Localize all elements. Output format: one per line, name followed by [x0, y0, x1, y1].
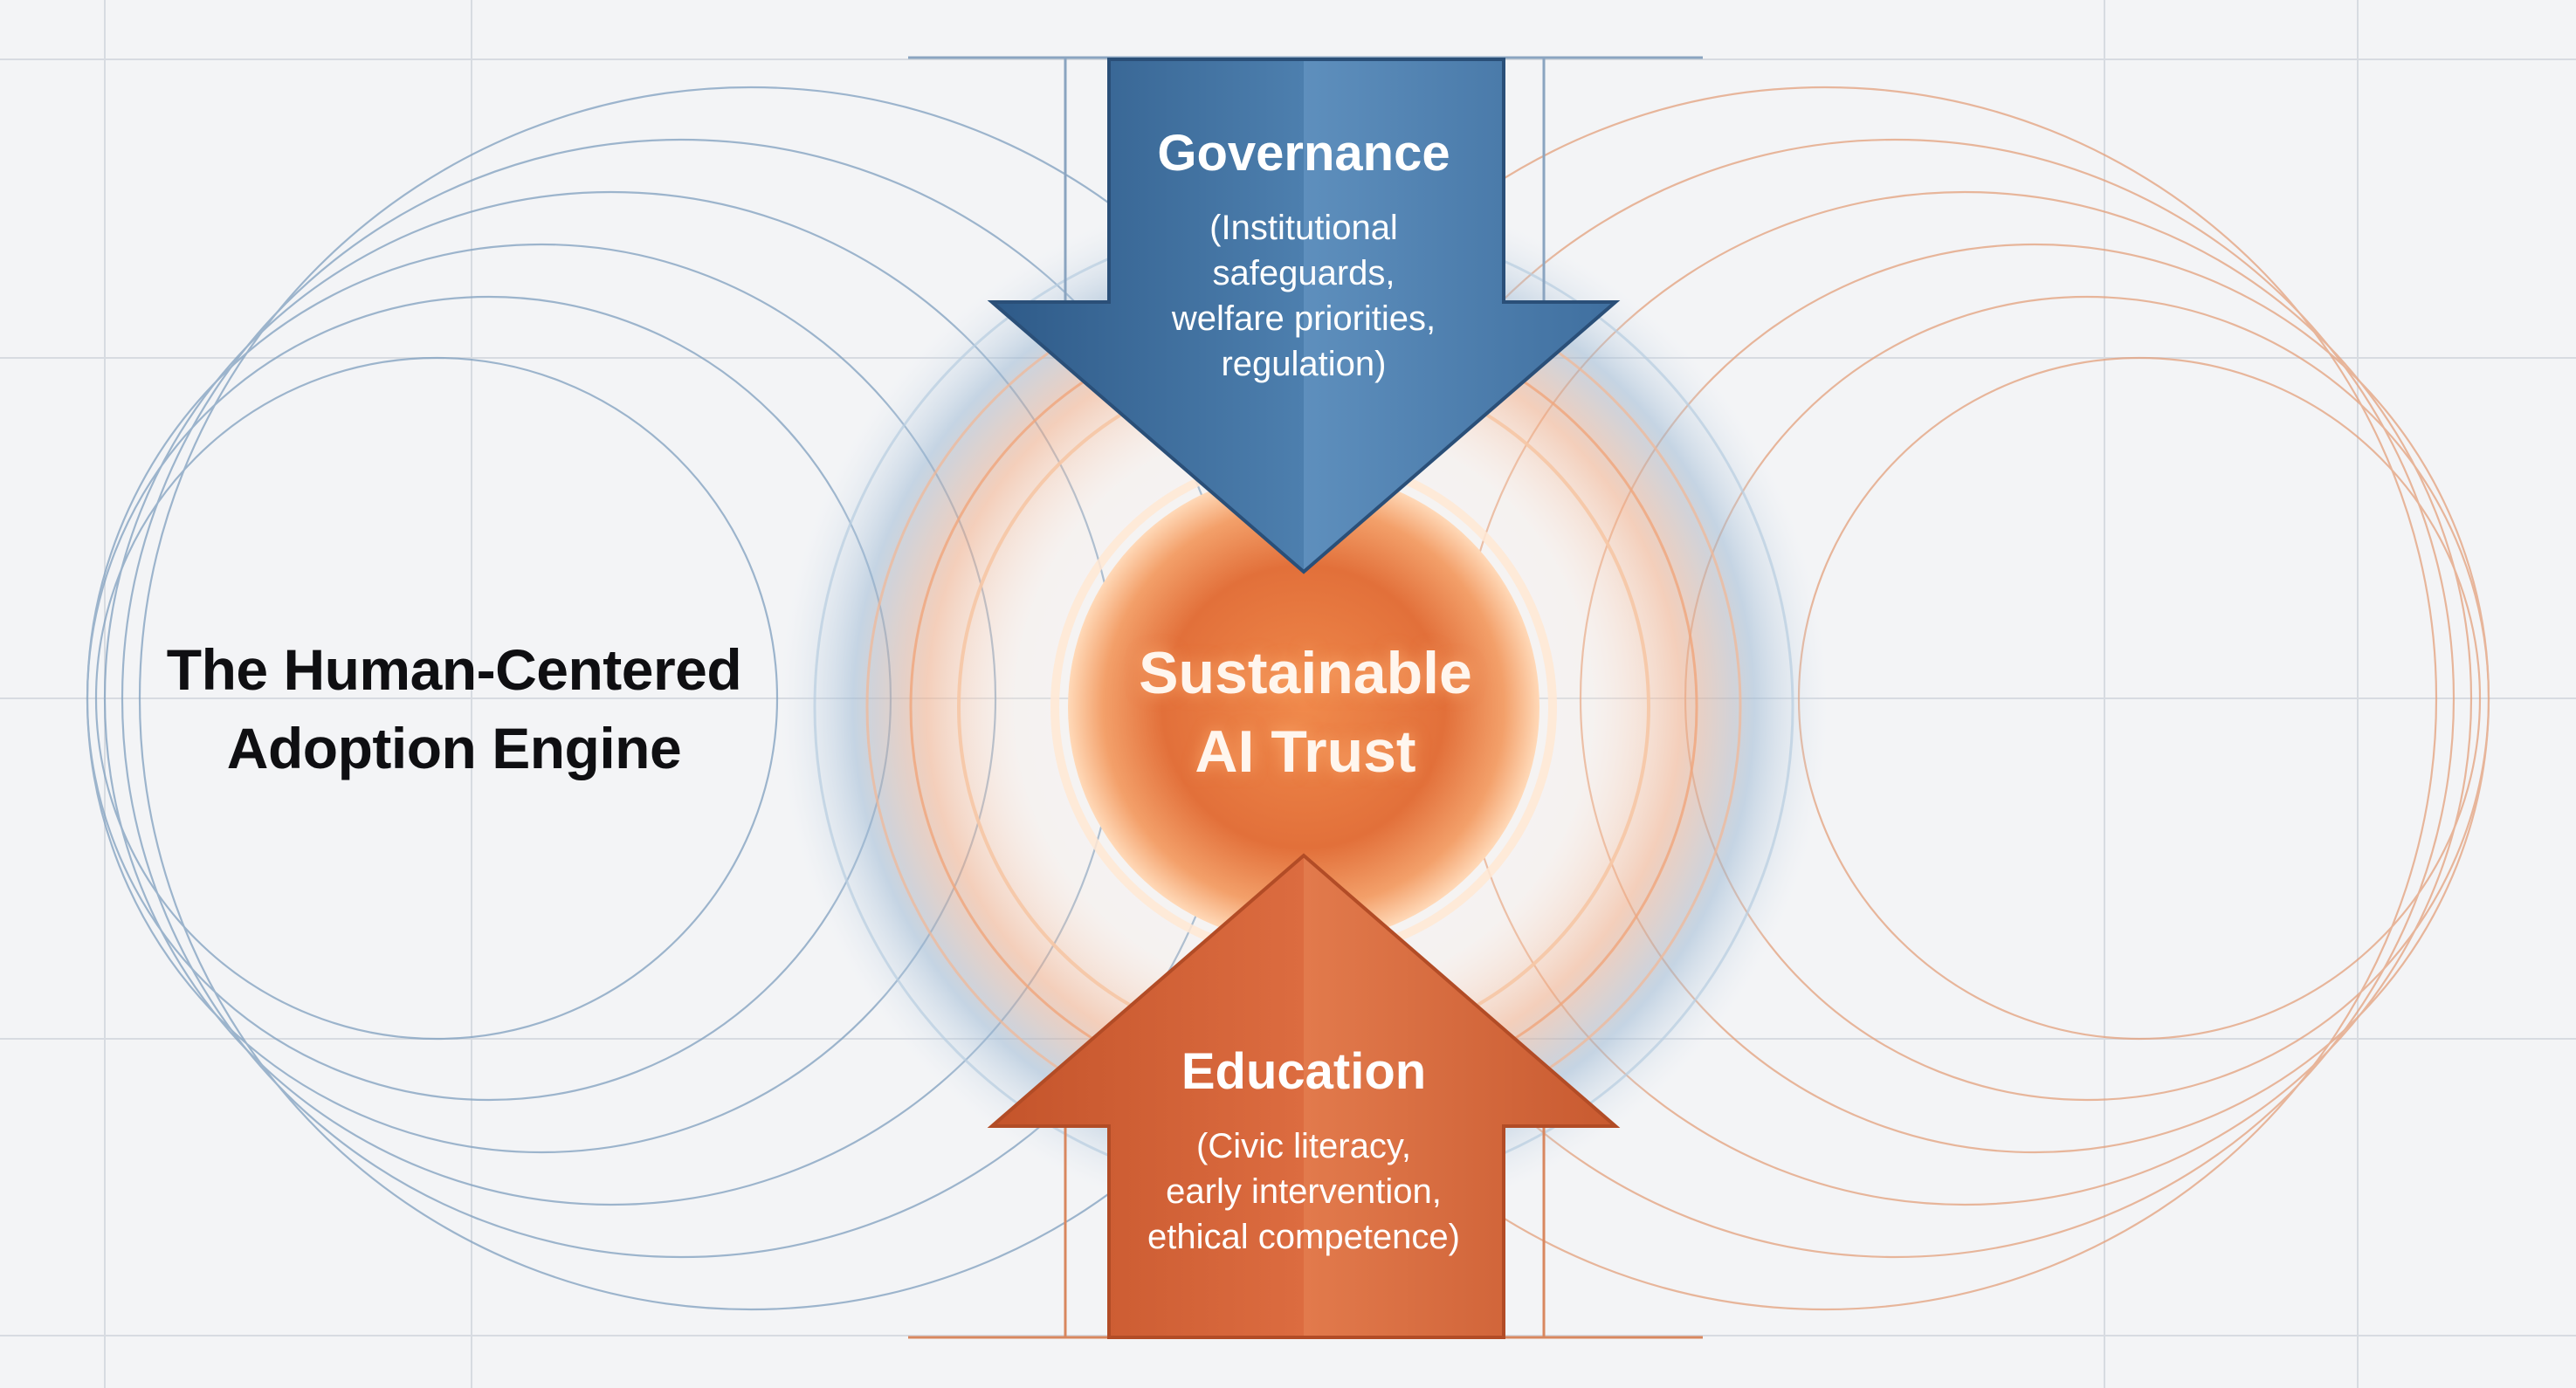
detail-line: regulation)	[1221, 345, 1387, 383]
governance-label: Governance	[1157, 125, 1450, 182]
right-wave-arcs	[1212, 86, 2490, 1311]
title-line: Adoption Engine	[226, 716, 682, 780]
center-label: Sustainable AI Trust	[1043, 634, 1567, 791]
detail-line: ethical competence)	[1147, 1218, 1460, 1256]
governance-arrow	[987, 58, 1621, 574]
trust-core	[1068, 471, 1539, 943]
education-label-group: Education (Civic literacy, early interve…	[1042, 1042, 1566, 1260]
governance-label-group: Governance (Institutional safeguards, we…	[1042, 124, 1566, 387]
education-detail: (Civic literacy, early intervention, eth…	[1042, 1123, 1566, 1260]
detail-line: (Civic literacy,	[1196, 1127, 1411, 1165]
title-line: The Human-Centered	[166, 637, 742, 702]
center-line: Sustainable	[1139, 640, 1472, 706]
education-arrow	[987, 853, 1621, 1339]
detail-line: early intervention,	[1166, 1172, 1442, 1211]
governance-detail: (Institutional safeguards, welfare prior…	[1042, 205, 1566, 387]
diagram-title: The Human-Centered Adoption Engine	[61, 630, 847, 787]
education-label: Education	[1181, 1043, 1427, 1100]
detail-line: (Institutional	[1209, 209, 1398, 247]
detail-line: safeguards,	[1212, 254, 1395, 292]
center-line: AI Trust	[1195, 718, 1416, 785]
detail-line: welfare priorities,	[1171, 299, 1436, 338]
